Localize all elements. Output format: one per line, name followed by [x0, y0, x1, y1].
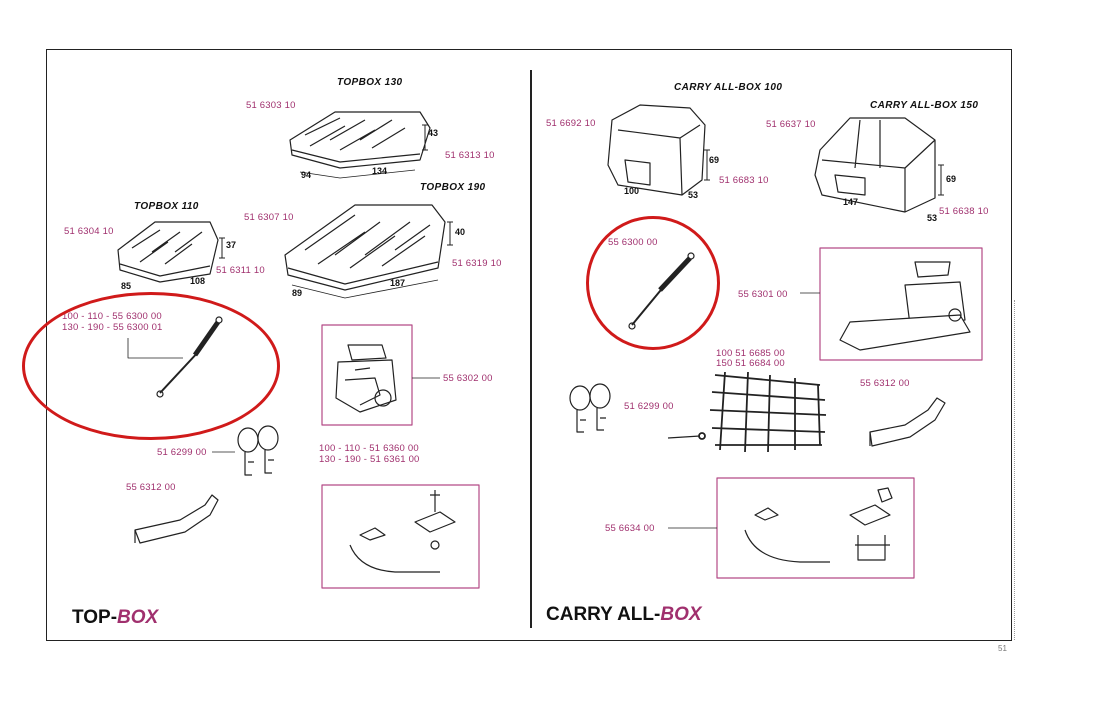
- carry-allbox-150-title: CARRY ALL-BOX 150: [870, 100, 979, 111]
- left-strut-highlight-circle: [22, 292, 280, 440]
- right-fixing-drawing: [668, 487, 893, 563]
- left-keys-part-number: 51 6299 00: [157, 447, 207, 458]
- topbox-110-height: 37: [226, 240, 237, 250]
- topbox-130-alt-part-number: 51 6313 10: [445, 150, 495, 161]
- carry-allbox-100-title: CARRY ALL-BOX 100: [674, 82, 783, 93]
- left-fixing-drawing: [349, 490, 456, 573]
- handle-part-number: 55 6301 00: [738, 289, 788, 300]
- carry-allbox-150-length: 53: [927, 213, 938, 223]
- topbox-section-title: TOP-BOX: [72, 607, 158, 629]
- topbox-130-height: 43: [428, 128, 439, 138]
- carry-allbox-100-height: 69: [709, 155, 720, 165]
- topbox-title-accent: BOX: [117, 607, 159, 628]
- carry-allbox-100-drawing: [607, 104, 710, 196]
- left-keys-drawing: [212, 425, 279, 476]
- left-seal-part-number: 55 6312 00: [126, 482, 176, 493]
- topbox-130-length: 134: [372, 166, 388, 176]
- carry-allbox-100-width: 100: [624, 186, 640, 196]
- topbox-110-width: 85: [121, 281, 132, 291]
- left-seal-drawing: [134, 494, 219, 544]
- topbox-110-title: TOPBOX 110: [134, 201, 199, 212]
- carry-allbox-150-drawing: [814, 117, 944, 213]
- carry-allbox-150-height: 69: [946, 174, 957, 184]
- right-keys-part-number: 51 6299 00: [624, 401, 674, 412]
- right-seal-drawing: [869, 397, 946, 447]
- topbox-110-drawing: [117, 221, 225, 283]
- carry-allbox-150-alt-part-number: 51 6638 10: [939, 206, 989, 217]
- right-strut-highlight-circle: [586, 216, 720, 350]
- topbox-130-part-number: 51 6303 10: [246, 100, 296, 111]
- carry-allbox-150-width: 147: [843, 197, 859, 207]
- topbox-130-width: 94: [301, 170, 312, 180]
- left-fixing-part-line-1: 100 - 110 - 51 6360 00: [319, 443, 419, 454]
- carry-allbox-100-alt-part-number: 51 6683 10: [719, 175, 769, 186]
- topbox-title-main: TOP-: [72, 607, 118, 628]
- topbox-110-length: 108: [190, 276, 206, 286]
- right-keys-drawing: [569, 383, 611, 433]
- topbox-190-alt-part-number: 51 6319 10: [452, 258, 502, 269]
- topbox-190-width: 89: [292, 288, 303, 298]
- scan-edge: [1014, 300, 1016, 640]
- topbox-190-length: 187: [390, 278, 406, 288]
- topbox-190-drawing: [284, 204, 453, 299]
- lock-part-number: 55 6302 00: [443, 373, 493, 384]
- carry-allbox-150-part-number: 51 6637 10: [766, 119, 816, 130]
- topbox-190-title: TOPBOX 190: [420, 182, 486, 193]
- left-fixing-part-line-2: 130 - 190 - 51 6361 00: [319, 454, 420, 465]
- topbox-130-title: TOPBOX 130: [337, 77, 403, 88]
- topbox-130-drawing: [289, 111, 431, 179]
- page-number: 51: [998, 644, 1007, 653]
- net-part-line-2: 150 51 6684 00: [716, 358, 785, 369]
- section-divider: [530, 70, 532, 628]
- right-fixing-part-number: 55 6634 00: [605, 523, 655, 534]
- topbox-110-alt-part-number: 51 6311 10: [216, 265, 265, 276]
- carry-allbox-100-length: 53: [688, 190, 699, 200]
- carry-allbox-title-main: CARRY ALL-: [546, 604, 661, 625]
- lock-drawing: [335, 344, 440, 413]
- topbox-190-height: 40: [455, 227, 466, 237]
- topbox-190-part-number: 51 6307 10: [244, 212, 294, 223]
- right-seal-part-number: 55 6312 00: [860, 378, 910, 389]
- carry-allbox-100-part-number: 51 6692 10: [546, 118, 596, 129]
- cargo-net-drawing: [667, 371, 827, 453]
- carry-allbox-title-accent: BOX: [660, 604, 702, 625]
- topbox-110-part-number: 51 6304 10: [64, 226, 114, 237]
- carry-allbox-section-title: CARRY ALL-BOX: [546, 604, 702, 626]
- handle-drawing: [800, 261, 971, 351]
- net-part-line-1: 100 51 6685 00: [716, 348, 785, 359]
